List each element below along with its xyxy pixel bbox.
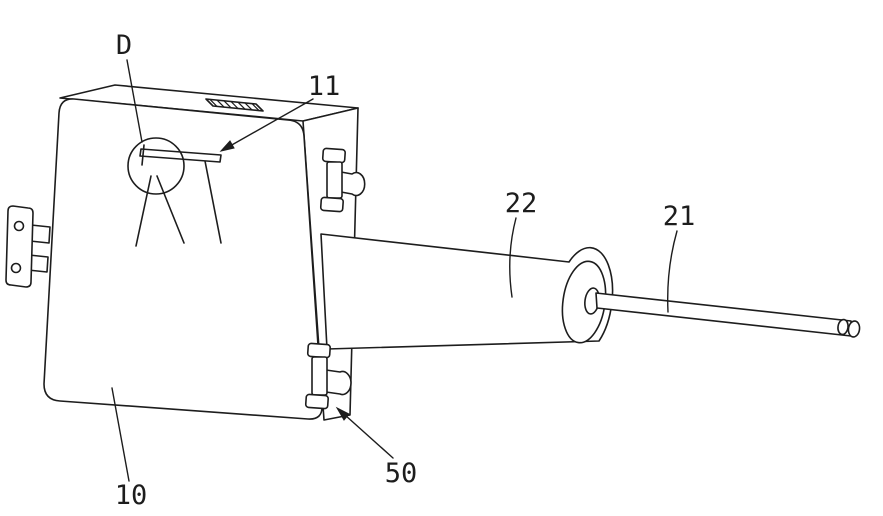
lower-bracket-body <box>311 356 328 396</box>
upper-bracket-body <box>326 161 343 199</box>
leader-line-22 <box>509 217 517 298</box>
lower-bracket-flange-bottom <box>304 393 329 410</box>
leader-line-21 <box>667 230 678 313</box>
label-d: D <box>116 30 132 61</box>
left-mounting-bracket <box>5 205 51 288</box>
label-50: 50 <box>385 458 418 489</box>
upper-bracket-flange-bottom <box>319 196 344 213</box>
vent-outline <box>205 98 264 112</box>
leader-line-11 <box>229 98 314 147</box>
upper-right-bracket <box>319 147 366 213</box>
left-bracket-hole-upper <box>13 220 25 232</box>
lower-bracket-flange-top <box>306 342 331 359</box>
slot-end-tick <box>141 144 145 166</box>
detail-leg-middle <box>156 175 185 244</box>
upper-bracket-flange-top <box>321 147 346 164</box>
vent-hatch-lines <box>209 98 260 112</box>
leader-line-50 <box>344 414 394 459</box>
arrowhead-50 <box>335 406 350 421</box>
label-10: 10 <box>115 480 148 511</box>
detail-leg-right <box>204 160 222 244</box>
leader-line-10 <box>111 387 130 482</box>
left-bracket-hole-lower <box>10 262 22 274</box>
lower-right-bracket <box>304 342 352 410</box>
cylinder <box>320 233 614 350</box>
slot-bar <box>139 148 222 163</box>
label-21: 21 <box>663 201 696 232</box>
rod-tip-outer <box>847 320 861 338</box>
rod <box>595 292 861 338</box>
left-bracket-plate <box>5 205 34 288</box>
detail-circle <box>127 137 185 195</box>
upper-bracket-pin <box>340 171 366 197</box>
detail-leg-left <box>135 175 152 247</box>
annotations: D 11 22 21 50 10 <box>111 30 696 511</box>
rod-body <box>595 292 852 337</box>
top-vent-grille <box>205 98 264 112</box>
label-11: 11 <box>308 71 341 102</box>
detail-d-region <box>127 137 222 247</box>
leader-line-d <box>126 59 143 143</box>
housing <box>43 84 359 421</box>
cylinder-body <box>320 233 614 350</box>
arrowhead-11 <box>219 140 235 152</box>
label-22: 22 <box>505 188 538 219</box>
housing-front-face <box>43 98 323 420</box>
lower-bracket-pin <box>325 369 352 396</box>
